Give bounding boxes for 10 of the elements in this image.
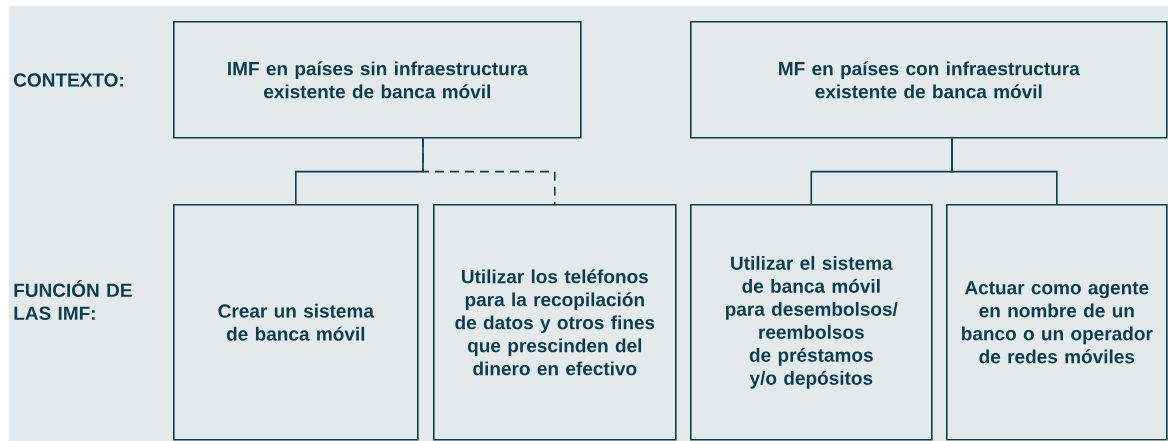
text-box: Utilizar el sistema de banca móvil para desembolsos/ reembolsos de préstamos y/o depósitos [690,204,933,441]
text-box: Actuar como agente en nombre de un banco o un operador de redes móviles [946,204,1168,441]
text-box: MF en países con infraestructura existente de banca móvil [690,21,1168,139]
row-label: CONTEXTO: [14,73,123,87]
row-label: FUNCIÓN DE LAS IMF: [14,280,132,320]
text-box: Crear un sistema de banca móvil [173,204,419,441]
text-box: Utilizar los teléfonos para la recopilación de datos y otros fines que prescinden del dinero en efectivo [433,204,677,441]
connector [422,137,556,205]
text-box: IMF en países sin infraestructura existente de banca móvil [173,21,582,139]
connector [951,137,1058,205]
